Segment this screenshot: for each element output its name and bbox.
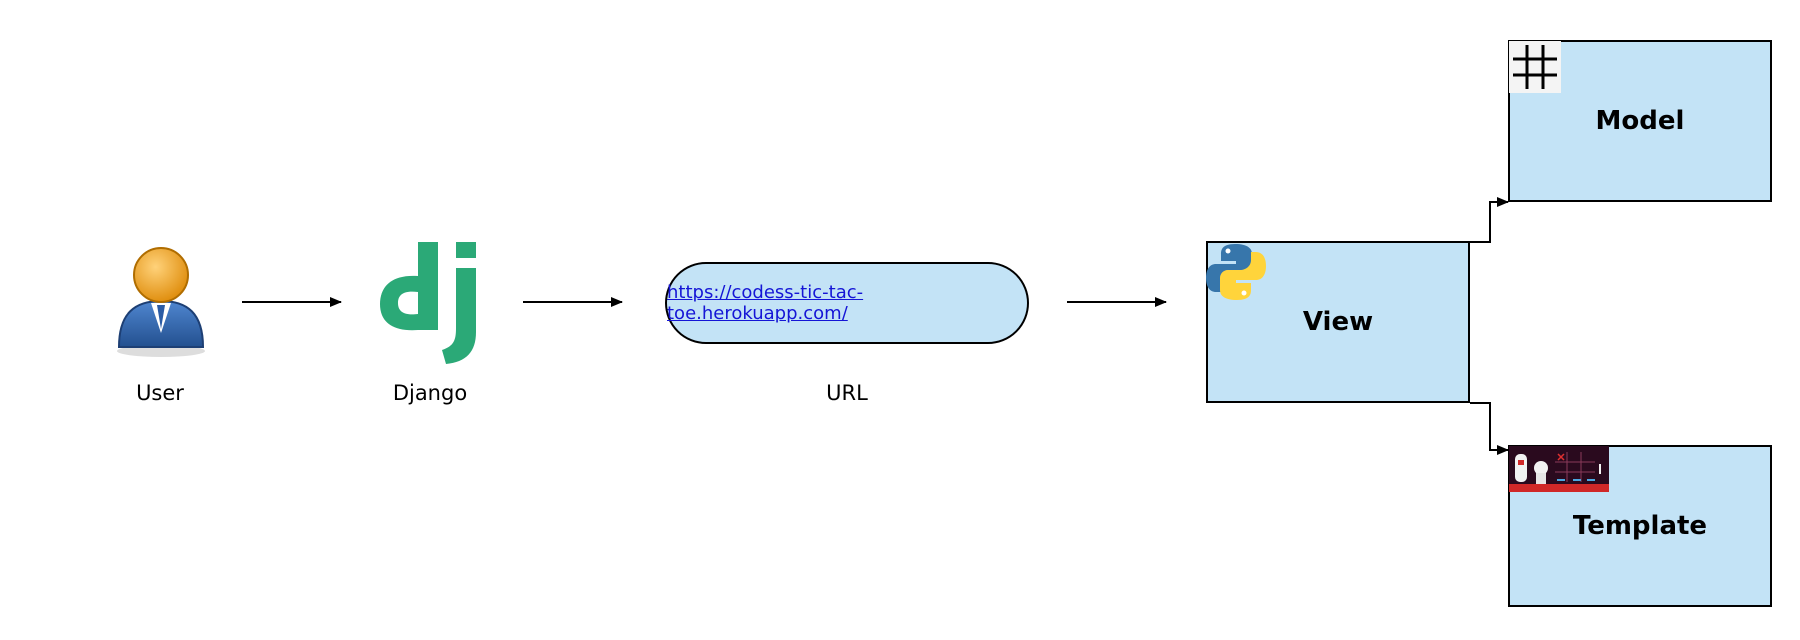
url-label: URL	[826, 381, 868, 405]
game-screenshot-thumbnail	[1509, 446, 1609, 492]
user-node[interactable]	[113, 243, 209, 359]
url-node[interactable]: https://codess-tic-tac-toe.herokuapp.com…	[665, 262, 1029, 344]
arrow-view-to-model	[1470, 197, 1509, 243]
model-box[interactable]: Model	[1508, 40, 1772, 202]
arrow-view-to-template	[1470, 402, 1509, 455]
view-box[interactable]: View	[1206, 241, 1470, 403]
view-title: View	[1302, 307, 1374, 337]
django-node[interactable]	[380, 240, 482, 364]
model-title: Model	[1595, 106, 1685, 136]
user-label: User	[136, 381, 184, 405]
tic-tac-toe-grid-icon	[1509, 41, 1561, 93]
python-logo-icon	[1206, 244, 1266, 300]
template-title: Template	[1572, 511, 1708, 541]
django-label: Django	[392, 381, 468, 405]
user-icon	[117, 247, 205, 357]
url-link[interactable]: https://codess-tic-tac-toe.herokuapp.com…	[667, 282, 864, 324]
django-logo-icon	[380, 242, 476, 364]
